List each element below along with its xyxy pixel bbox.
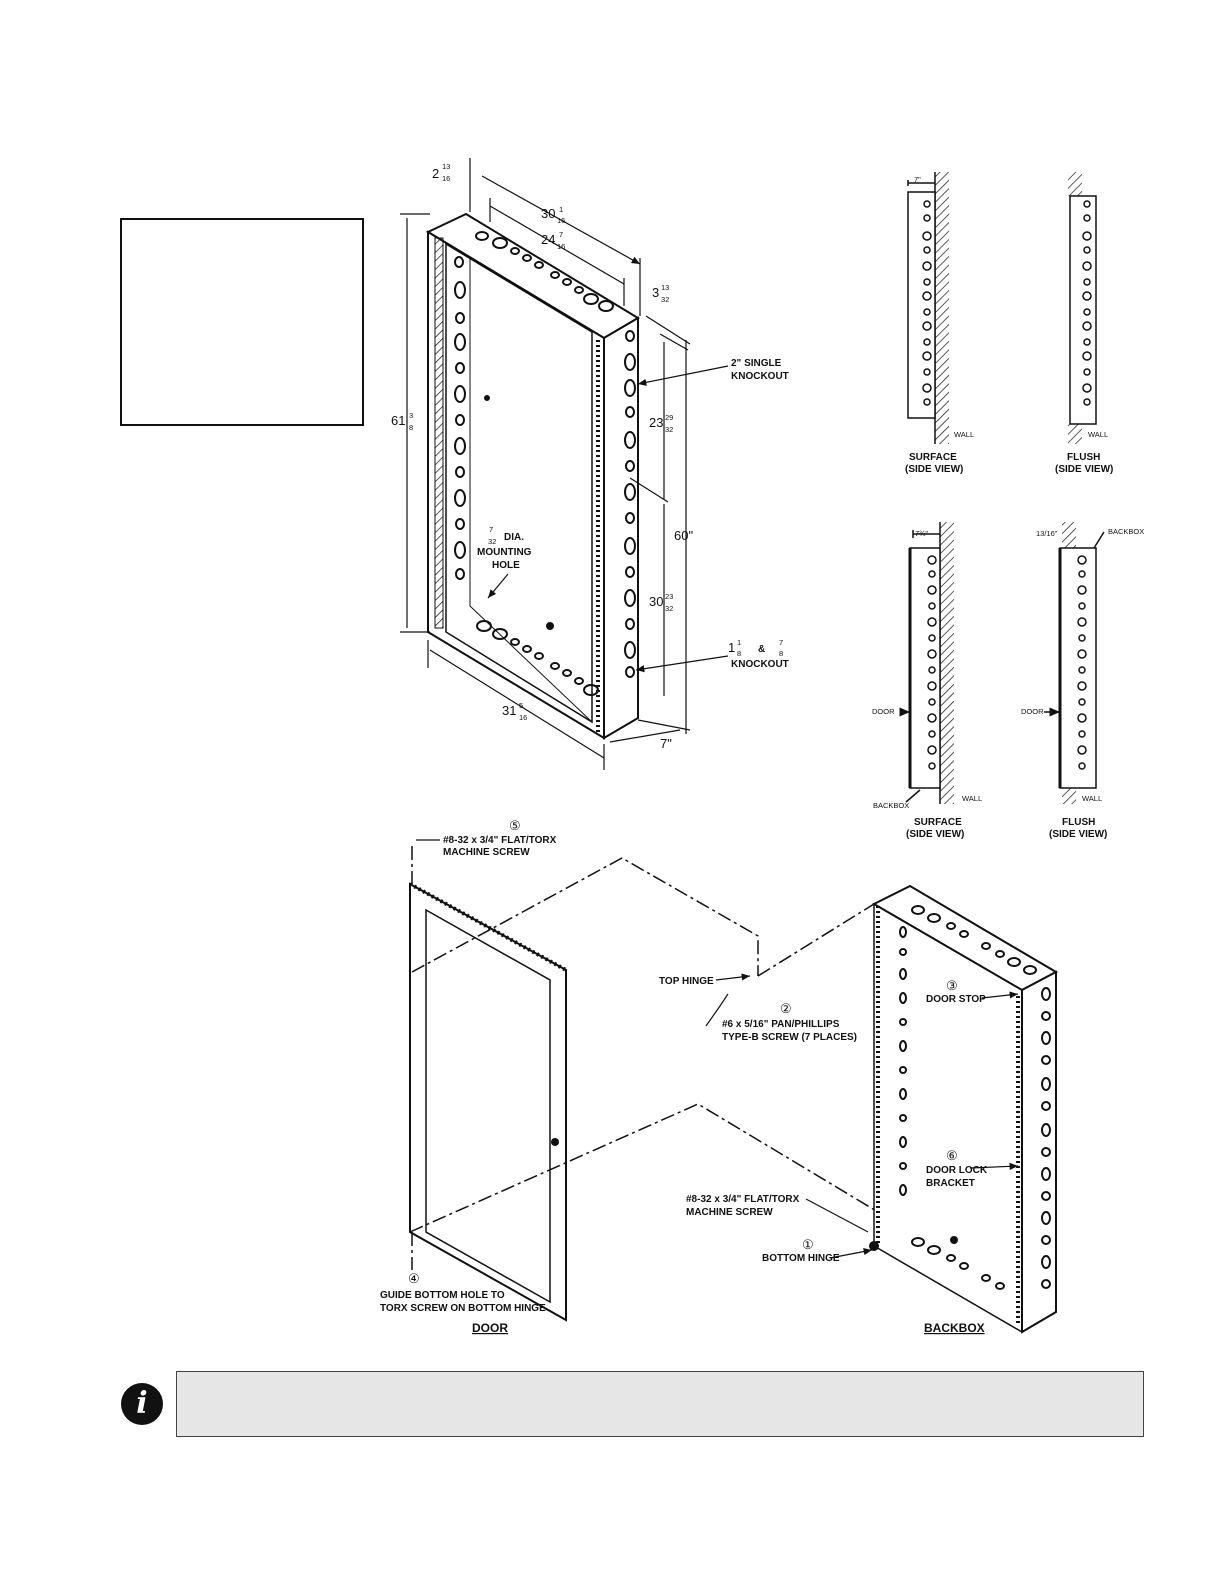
svg-text:#8-32 x 3/4" FLAT/TORX: #8-32 x 3/4" FLAT/TORX — [686, 1194, 800, 1205]
svg-text:32: 32 — [665, 425, 673, 434]
svg-text:④: ④ — [408, 1271, 420, 1286]
dimension-lines — [400, 158, 729, 770]
svg-text:24: 24 — [541, 232, 555, 247]
exploded-labels: ⑤ #8-32 x 3/4" FLAT/TORX MACHINE SCREW T… — [380, 818, 988, 1335]
svg-text:①: ① — [802, 1237, 814, 1252]
svg-text:60": 60" — [674, 528, 693, 543]
svg-text:TORX SCREW ON BOTTOM HINGE: TORX SCREW ON BOTTOM HINGE — [380, 1303, 546, 1314]
svg-text:30: 30 — [541, 206, 555, 221]
svg-text:7¾": 7¾" — [915, 529, 928, 538]
svg-text:MACHINE SCREW: MACHINE SCREW — [686, 1207, 773, 1218]
svg-text:DOOR: DOOR — [872, 707, 895, 716]
side-view-top-labels: 7" WALL SURFACE (SIDE VIEW) WALL FLUSH (… — [905, 175, 1113, 475]
svg-text:5: 5 — [519, 701, 523, 710]
svg-text:2: 2 — [432, 166, 439, 181]
svg-text:16: 16 — [519, 713, 527, 722]
svg-text:BACKBOX: BACKBOX — [924, 1321, 985, 1335]
svg-text:TYPE-B SCREW (7 PLACES): TYPE-B SCREW (7 PLACES) — [722, 1032, 857, 1043]
svg-text:29: 29 — [665, 413, 673, 422]
svg-text:MOUNTING: MOUNTING — [477, 547, 532, 558]
blank-frame — [120, 218, 364, 426]
svg-text:DOOR: DOOR — [472, 1321, 508, 1335]
svg-text:(SIDE VIEW): (SIDE VIEW) — [906, 829, 964, 840]
svg-text:MACHINE SCREW: MACHINE SCREW — [443, 847, 530, 858]
svg-text:DIA.: DIA. — [504, 532, 524, 543]
svg-text:BACKBOX: BACKBOX — [873, 801, 909, 810]
svg-text:DOOR LOCK: DOOR LOCK — [926, 1165, 988, 1176]
svg-text:7": 7" — [660, 736, 672, 751]
svg-text:16: 16 — [557, 242, 565, 251]
svg-text:SURFACE: SURFACE — [914, 817, 962, 828]
svg-text:16: 16 — [557, 216, 565, 225]
flush-side-view-bottom — [1044, 522, 1105, 804]
svg-text:BRACKET: BRACKET — [926, 1178, 975, 1189]
svg-text:7": 7" — [914, 175, 921, 184]
svg-text:WALL: WALL — [1088, 430, 1108, 439]
isometric-backbox — [425, 212, 640, 740]
svg-text:1: 1 — [559, 205, 563, 214]
svg-text:7: 7 — [779, 638, 783, 647]
svg-text:32: 32 — [665, 604, 673, 613]
svg-text:(SIDE VIEW): (SIDE VIEW) — [1049, 829, 1107, 840]
surface-side-view-bottom — [899, 522, 954, 804]
svg-text:⑤: ⑤ — [509, 818, 521, 833]
svg-text:7: 7 — [559, 230, 563, 239]
svg-text:HOLE: HOLE — [492, 560, 520, 571]
svg-text:KNOCKOUT: KNOCKOUT — [731, 371, 789, 382]
side-view-bottom-labels: 7¾" DOOR BACKBOX WALL SURFACE (SIDE VIEW… — [872, 527, 1144, 840]
svg-text:2" SINGLE: 2" SINGLE — [731, 358, 782, 369]
svg-text:23: 23 — [649, 415, 663, 430]
exploded-door — [409, 882, 567, 1322]
svg-text:BACKBOX: BACKBOX — [1108, 527, 1144, 536]
svg-text:8: 8 — [409, 423, 413, 432]
svg-text:WALL: WALL — [954, 430, 974, 439]
svg-text:WALL: WALL — [962, 794, 982, 803]
surface-side-view-top — [907, 172, 949, 444]
svg-text:DOOR STOP: DOOR STOP — [926, 994, 986, 1005]
svg-text:WALL: WALL — [1082, 794, 1102, 803]
alignment-lines — [409, 846, 879, 1270]
svg-text:&: & — [758, 644, 765, 655]
svg-text:30: 30 — [649, 594, 663, 609]
svg-text:#6 x 5/16" PAN/PHILLIPS: #6 x 5/16" PAN/PHILLIPS — [722, 1019, 840, 1030]
svg-text:23: 23 — [665, 592, 673, 601]
note-box — [176, 1371, 1144, 1437]
svg-text:②: ② — [780, 1001, 792, 1016]
exploded-leaders — [416, 839, 1019, 1259]
svg-text:8: 8 — [779, 649, 783, 658]
svg-text:8: 8 — [737, 649, 741, 658]
svg-text:FLUSH: FLUSH — [1062, 817, 1095, 828]
svg-text:SURFACE: SURFACE — [909, 452, 957, 463]
svg-text:1: 1 — [728, 640, 735, 655]
svg-text:7: 7 — [489, 525, 493, 534]
svg-text:⑥: ⑥ — [946, 1148, 958, 1163]
svg-text:BOTTOM HINGE: BOTTOM HINGE — [762, 1253, 840, 1264]
exploded-backbox — [869, 884, 1059, 1334]
svg-text:13/16": 13/16" — [1036, 529, 1058, 538]
dimension-text: 2 13 16 30 1 16 24 7 16 3 13 32 61 3 8 2… — [391, 162, 789, 751]
svg-text:13: 13 — [661, 283, 669, 292]
svg-text:③: ③ — [946, 978, 958, 993]
svg-text:16: 16 — [442, 174, 450, 183]
svg-text:#8-32 x 3/4" FLAT/TORX: #8-32 x 3/4" FLAT/TORX — [443, 835, 557, 846]
svg-text:(SIDE VIEW): (SIDE VIEW) — [1055, 464, 1113, 475]
svg-text:3: 3 — [409, 411, 413, 420]
svg-text:(SIDE VIEW): (SIDE VIEW) — [905, 464, 963, 475]
svg-text:13: 13 — [442, 162, 450, 171]
svg-text:FLUSH: FLUSH — [1067, 452, 1100, 463]
flush-side-view-top — [1068, 172, 1097, 444]
svg-text:1: 1 — [737, 638, 741, 647]
svg-text:TOP HINGE: TOP HINGE — [659, 976, 714, 987]
svg-text:GUIDE BOTTOM HOLE TO: GUIDE BOTTOM HOLE TO — [380, 1290, 505, 1301]
info-icon: i — [121, 1383, 163, 1425]
svg-text:31: 31 — [502, 703, 516, 718]
svg-text:32: 32 — [488, 537, 496, 546]
svg-text:32: 32 — [661, 295, 669, 304]
svg-text:61: 61 — [391, 413, 405, 428]
svg-text:DOOR: DOOR — [1021, 707, 1044, 716]
svg-text:KNOCKOUT: KNOCKOUT — [731, 659, 789, 670]
svg-text:3: 3 — [652, 285, 659, 300]
